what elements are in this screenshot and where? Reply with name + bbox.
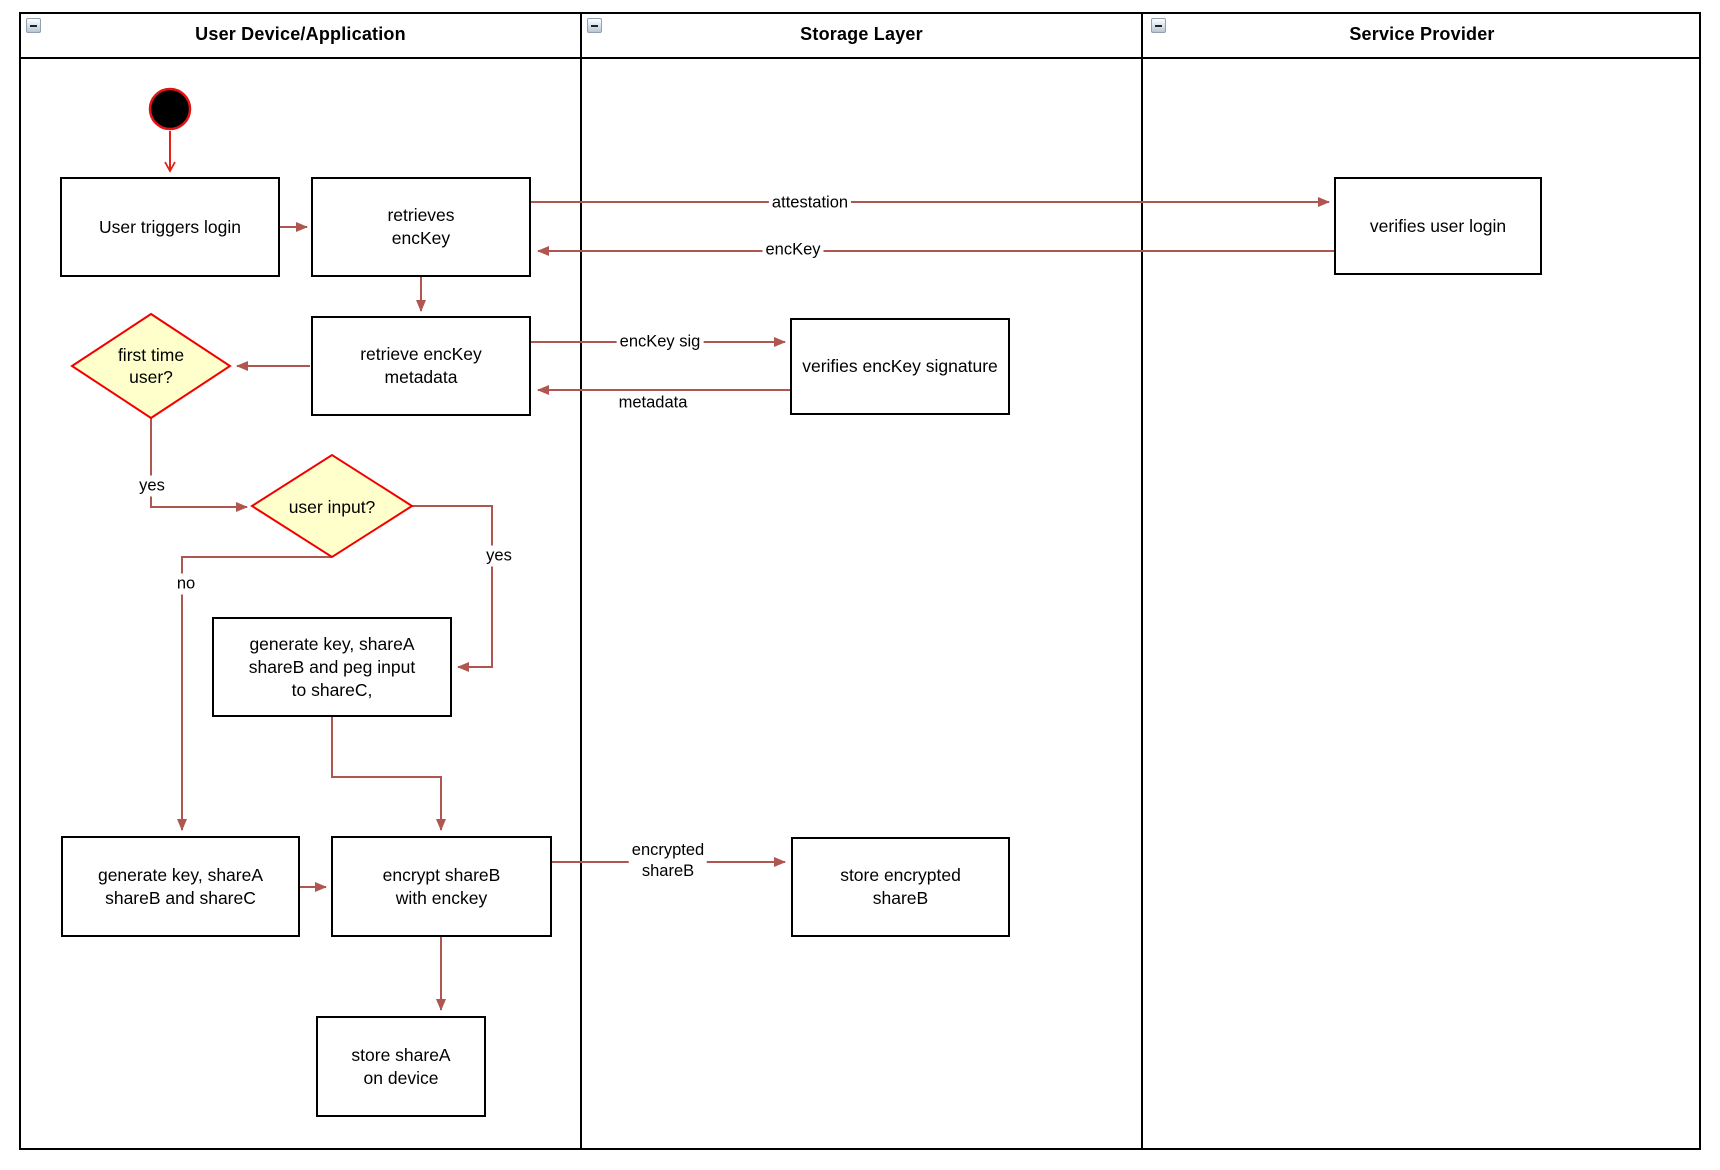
edge-label-yes-first-time: yes [136,475,168,497]
node-generate-key-sharec[interactable]: generate key, shareA shareB and shareC [61,836,300,937]
decision-label-first-time-user: first time user? [117,345,185,387]
node-retrieves-enckey[interactable]: retrieves encKey [311,177,531,277]
edge-userinput-yes [412,505,493,672]
edge-label-yes-user-input: yes [483,545,515,567]
collapse-minus-icon[interactable] [587,18,602,33]
decision-user-input[interactable] [250,453,414,559]
lane-title-storage-layer: Storage Layer [800,24,923,44]
edge-label-no-user-input: no [173,573,199,595]
node-store-sharea[interactable]: store shareA on device [316,1016,486,1117]
lane-divider-1 [580,12,582,1150]
node-verifies-enckey-signature[interactable]: verifies encKey signature [790,318,1010,415]
collapse-minus-icon[interactable] [26,18,41,33]
edge-label-encrypted-shareb: encrypted shareB [628,840,708,882]
node-store-encrypted-shareb[interactable]: store encrypted shareB [791,837,1010,937]
lane-title-service-provider: Service Provider [1349,24,1495,44]
edge-peg-to-encrypt [331,717,446,831]
decision-label-user-input: user input? [288,497,376,517]
edge-label-enckey: encKey [762,239,824,261]
collapse-minus-icon[interactable] [1151,18,1166,33]
edge-firsttime-yes [150,418,248,512]
start-node[interactable] [148,87,192,131]
node-generate-key-peg-input[interactable]: generate key, shareA shareB and peg inpu… [212,617,452,717]
edge-userinput-no [177,556,332,831]
decision-first-time-user[interactable] [70,312,232,420]
edge-label-attestation: attestation [768,192,852,214]
edge-label-metadata: metadata [615,392,691,414]
edge-label-enckey-sig: encKey sig [616,331,704,353]
lane-title-user-device: User Device/Application [195,24,406,44]
node-retrieve-enckey-metadata[interactable]: retrieve encKey metadata [311,316,531,416]
node-encrypt-shareb[interactable]: encrypt shareB with enckey [331,836,552,937]
node-user-triggers-login[interactable]: User triggers login [60,177,280,277]
lane-divider-2 [1141,12,1143,1150]
lane-header-divider [19,57,1701,59]
node-verifies-user-login[interactable]: verifies user login [1334,177,1542,275]
